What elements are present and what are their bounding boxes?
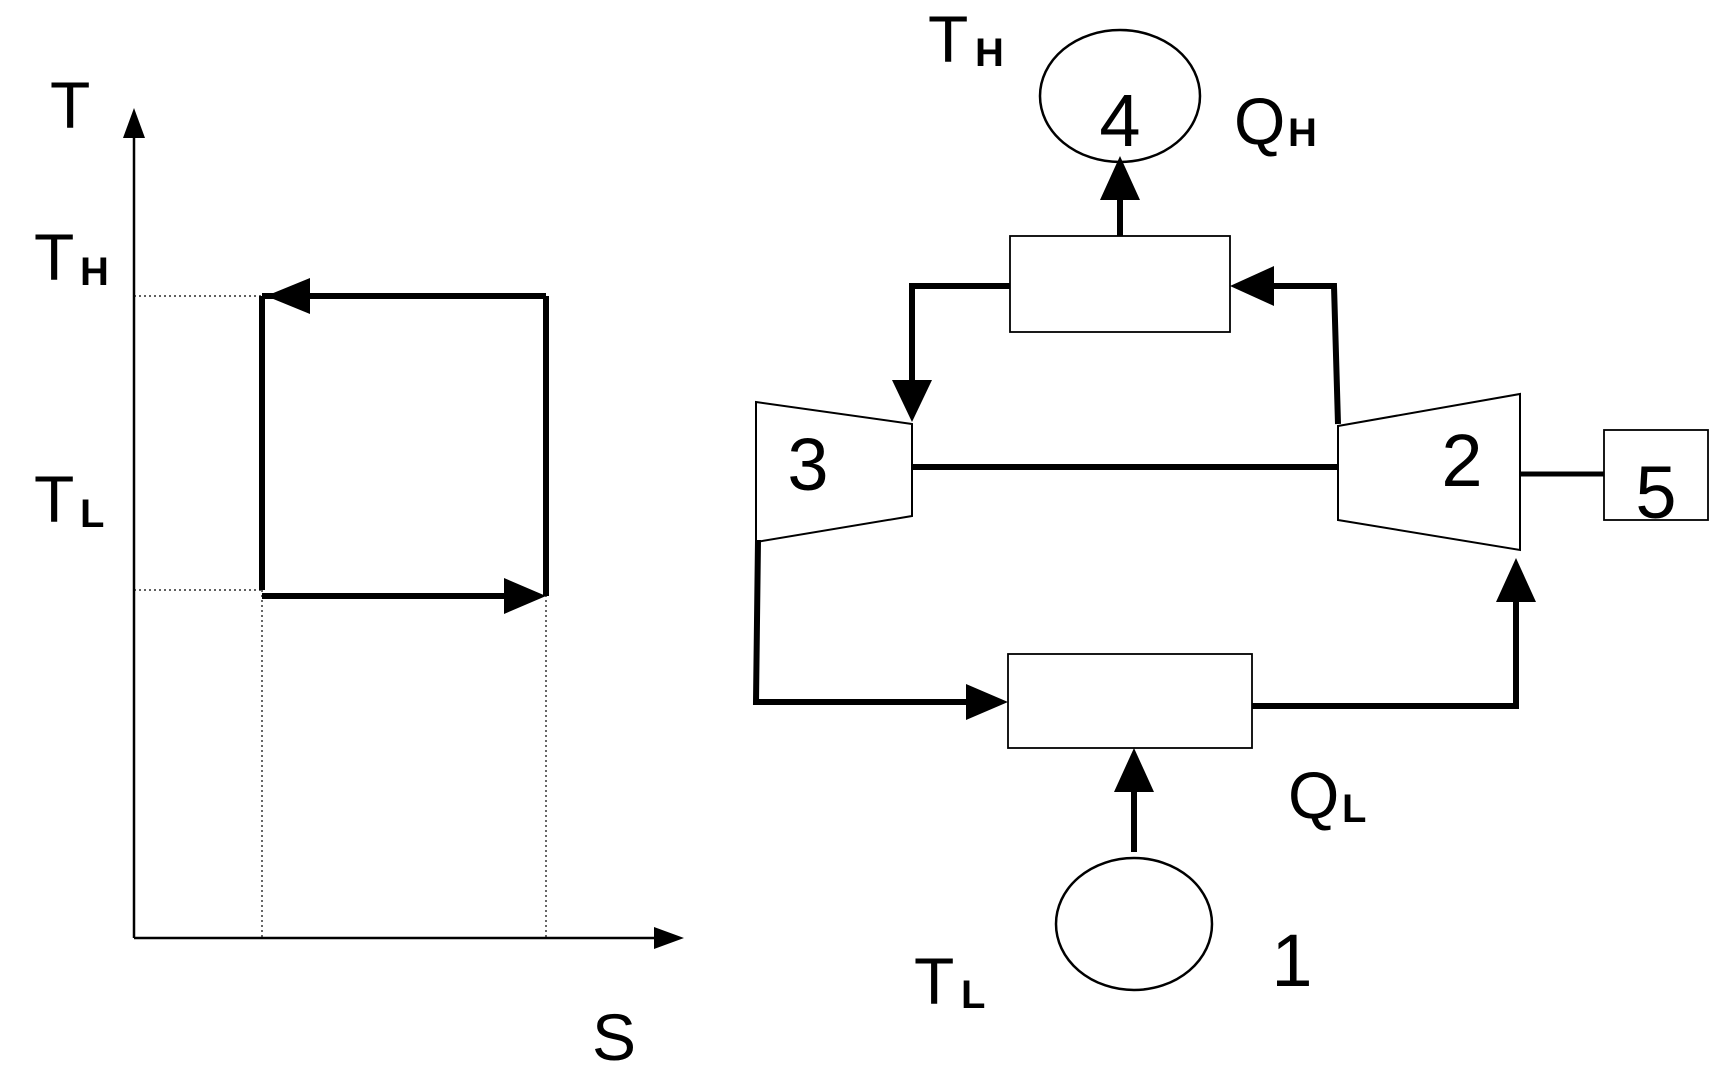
expander-number: 3 bbox=[787, 423, 828, 506]
cold-reservoir bbox=[1054, 856, 1214, 992]
expander-to-evaporator-arrowhead bbox=[966, 684, 1008, 720]
ql-label: Q L bbox=[1288, 758, 1366, 832]
motor bbox=[1603, 429, 1709, 521]
bottom-arrowhead bbox=[504, 578, 546, 614]
condenser-to-expander-line bbox=[909, 283, 1010, 380]
svg-text:L: L bbox=[80, 492, 104, 536]
compressor bbox=[1337, 392, 1521, 552]
svg-text:L: L bbox=[961, 973, 985, 1017]
svg-text:Q: Q bbox=[1288, 758, 1339, 832]
compressor-to-condenser-line bbox=[1270, 283, 1341, 425]
ql-arrowhead bbox=[1114, 748, 1154, 792]
condenser-to-expander-arrowhead bbox=[892, 380, 932, 422]
svg-text:L: L bbox=[1342, 787, 1366, 831]
svg-text:T: T bbox=[34, 462, 74, 536]
svg-text:H: H bbox=[80, 250, 109, 294]
condenser bbox=[1009, 235, 1231, 333]
hot-reservoir-number: 4 bbox=[1099, 79, 1140, 162]
tl-reservoir-label: T L bbox=[914, 944, 985, 1018]
evaporator-to-compressor-line bbox=[1252, 600, 1519, 709]
top-arrowhead bbox=[266, 278, 310, 314]
heat-pump-schematic: 4 T H Q H 2 3 5 bbox=[752, 2, 1709, 1018]
qh-label: Q H bbox=[1234, 84, 1317, 158]
th-label: T H bbox=[34, 220, 109, 294]
svg-text:T: T bbox=[928, 2, 968, 76]
carnot-cycle-path bbox=[259, 278, 549, 614]
motor-number: 5 bbox=[1635, 451, 1676, 534]
s-axis-arrowhead bbox=[654, 927, 684, 949]
cold-reservoir-number: 1 bbox=[1271, 919, 1312, 1002]
svg-text:H: H bbox=[1288, 111, 1317, 155]
tl-label: T L bbox=[34, 462, 104, 536]
qh-arrowhead bbox=[1100, 156, 1140, 200]
svg-text:H: H bbox=[975, 31, 1004, 75]
evaporator bbox=[1007, 653, 1253, 749]
expander bbox=[755, 400, 913, 544]
th-reservoir-label: T H bbox=[928, 2, 1004, 76]
t-axis-arrowhead bbox=[123, 108, 145, 138]
ts-diagram: T S T H T L bbox=[34, 68, 684, 1074]
svg-text:T: T bbox=[34, 220, 74, 294]
svg-text:T: T bbox=[914, 944, 954, 1018]
svg-text:Q: Q bbox=[1234, 84, 1285, 158]
evaporator-to-compressor-arrowhead bbox=[1496, 558, 1536, 602]
expander-to-evaporator-line bbox=[752, 539, 968, 705]
compressor-number: 2 bbox=[1441, 419, 1482, 502]
s-axis-label: S bbox=[592, 1000, 636, 1074]
compressor-to-condenser-arrowhead bbox=[1230, 266, 1274, 306]
t-axis-label: T bbox=[50, 68, 90, 142]
